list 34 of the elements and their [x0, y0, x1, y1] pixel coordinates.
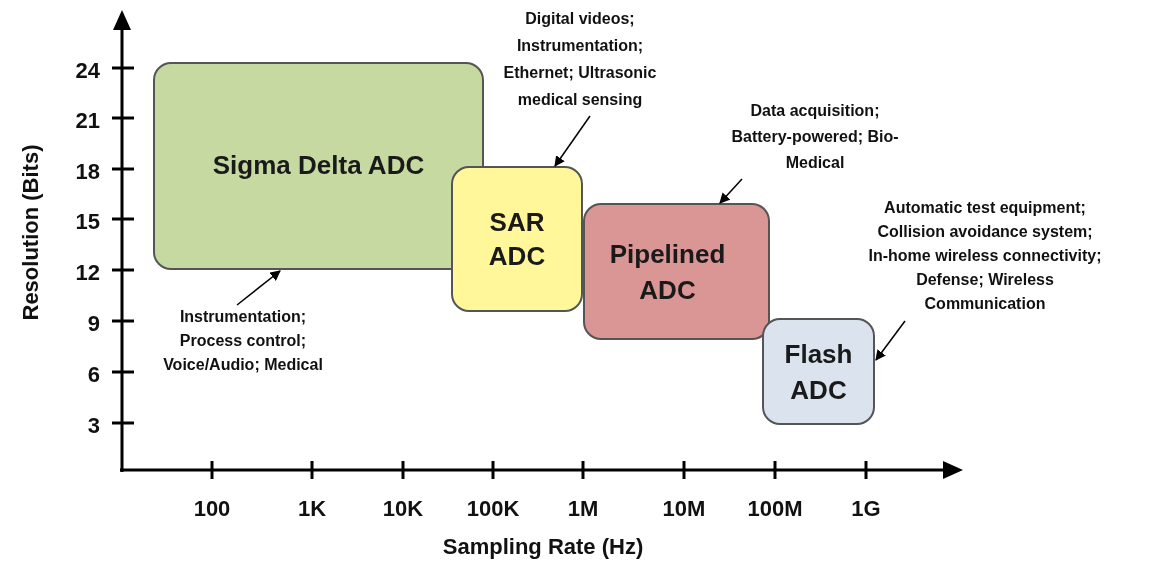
tick-label: 100M — [746, 495, 804, 523]
tick-label: 100 — [192, 495, 232, 523]
box-label: Data acquisition; Battery-powered; Bio-Medical — [730, 101, 900, 173]
tick-label: 24 — [74, 57, 100, 85]
box-label: Flash ADC — [783, 337, 854, 407]
tick-label: 9 — [86, 310, 100, 338]
arrow — [719, 178, 743, 204]
tick-label: 21 — [74, 107, 100, 135]
tick-label: 1G — [850, 495, 882, 523]
tick-label: 1M — [566, 495, 600, 523]
tick-label: 100K — [465, 495, 521, 523]
box-label: Pipelined ADC — [608, 237, 727, 307]
adc-box — [153, 62, 484, 270]
arrow — [875, 320, 906, 361]
tick-label: 18 — [74, 158, 100, 186]
tick-label: 1K — [296, 495, 328, 523]
tick-label: 12 — [74, 259, 100, 287]
adc-box — [583, 203, 770, 340]
arrow — [236, 270, 281, 306]
box-label: SAR ADC — [487, 206, 547, 273]
adc-box — [451, 166, 583, 312]
box-label: Digital videos; Instrumentation; Ethernet; Ultrasonic medical sensing — [502, 9, 658, 110]
tick-label: 10K — [381, 495, 425, 523]
box-label: Automatic test equipment; Collision avoidance system; In-home wireless connectivity; Defense; Wireless Communication — [867, 198, 1103, 314]
box-label: Instrumentation; Process control; Voice/Audio; Medical — [162, 307, 324, 375]
axis-title: Sampling Rate (Hz) — [441, 533, 645, 561]
adc-box — [762, 318, 875, 425]
tick-label: 6 — [86, 361, 100, 389]
tick-label: 3 — [86, 412, 100, 440]
axis-title: Resolution (Bits) — [16, 143, 44, 323]
arrow — [554, 115, 591, 167]
box-label: Sigma Delta ADC — [212, 148, 425, 182]
tick-label: 15 — [74, 208, 100, 236]
tick-label: 10M — [661, 495, 707, 523]
